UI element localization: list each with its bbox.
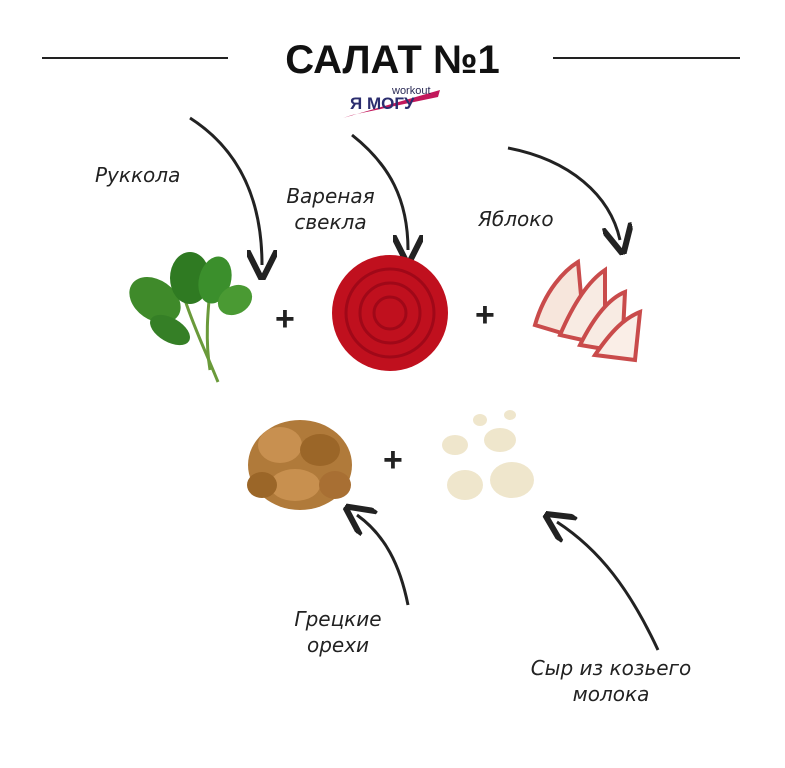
arrow-apple [507, 146, 620, 240]
plus-sign: + [383, 441, 403, 479]
label-beet-line1: Вареная [286, 184, 375, 208]
goat-cheese-icon [442, 410, 534, 500]
page-title: САЛАТ №1 [285, 38, 500, 82]
arugula-icon [129, 252, 253, 383]
logo-swoosh [343, 90, 440, 118]
label-beet: Вареная свекла [268, 183, 393, 235]
label-walnuts-line2: орехи [306, 633, 370, 657]
apple-slices-icon [532, 258, 643, 363]
label-apple: Яблоко [478, 207, 554, 231]
arrow-cheese [557, 522, 660, 651]
plus-sign: + [275, 300, 295, 338]
label-cheese-line2: молока [572, 682, 650, 706]
logo-main-text: Я МОГУ [350, 94, 415, 113]
label-walnuts: Грецкие орехи [278, 606, 398, 658]
label-cheese: Сыр из козьего молока [505, 655, 717, 707]
arrow-beet [351, 133, 408, 250]
divider-right [553, 57, 740, 59]
beet-slice-icon [332, 255, 448, 371]
arrow-arugula [189, 116, 262, 265]
label-walnuts-line1: Грецкие [294, 607, 382, 631]
logo-workout-text: workout [392, 85, 431, 97]
walnuts-icon [247, 420, 352, 510]
plus-sign: + [475, 296, 495, 334]
label-beet-line2: свекла [294, 210, 367, 234]
divider-left [42, 57, 228, 59]
arrow-walnuts [357, 515, 410, 606]
label-cheese-line1: Сыр из козьего [530, 656, 692, 680]
label-arugula: Руккола [95, 163, 181, 187]
